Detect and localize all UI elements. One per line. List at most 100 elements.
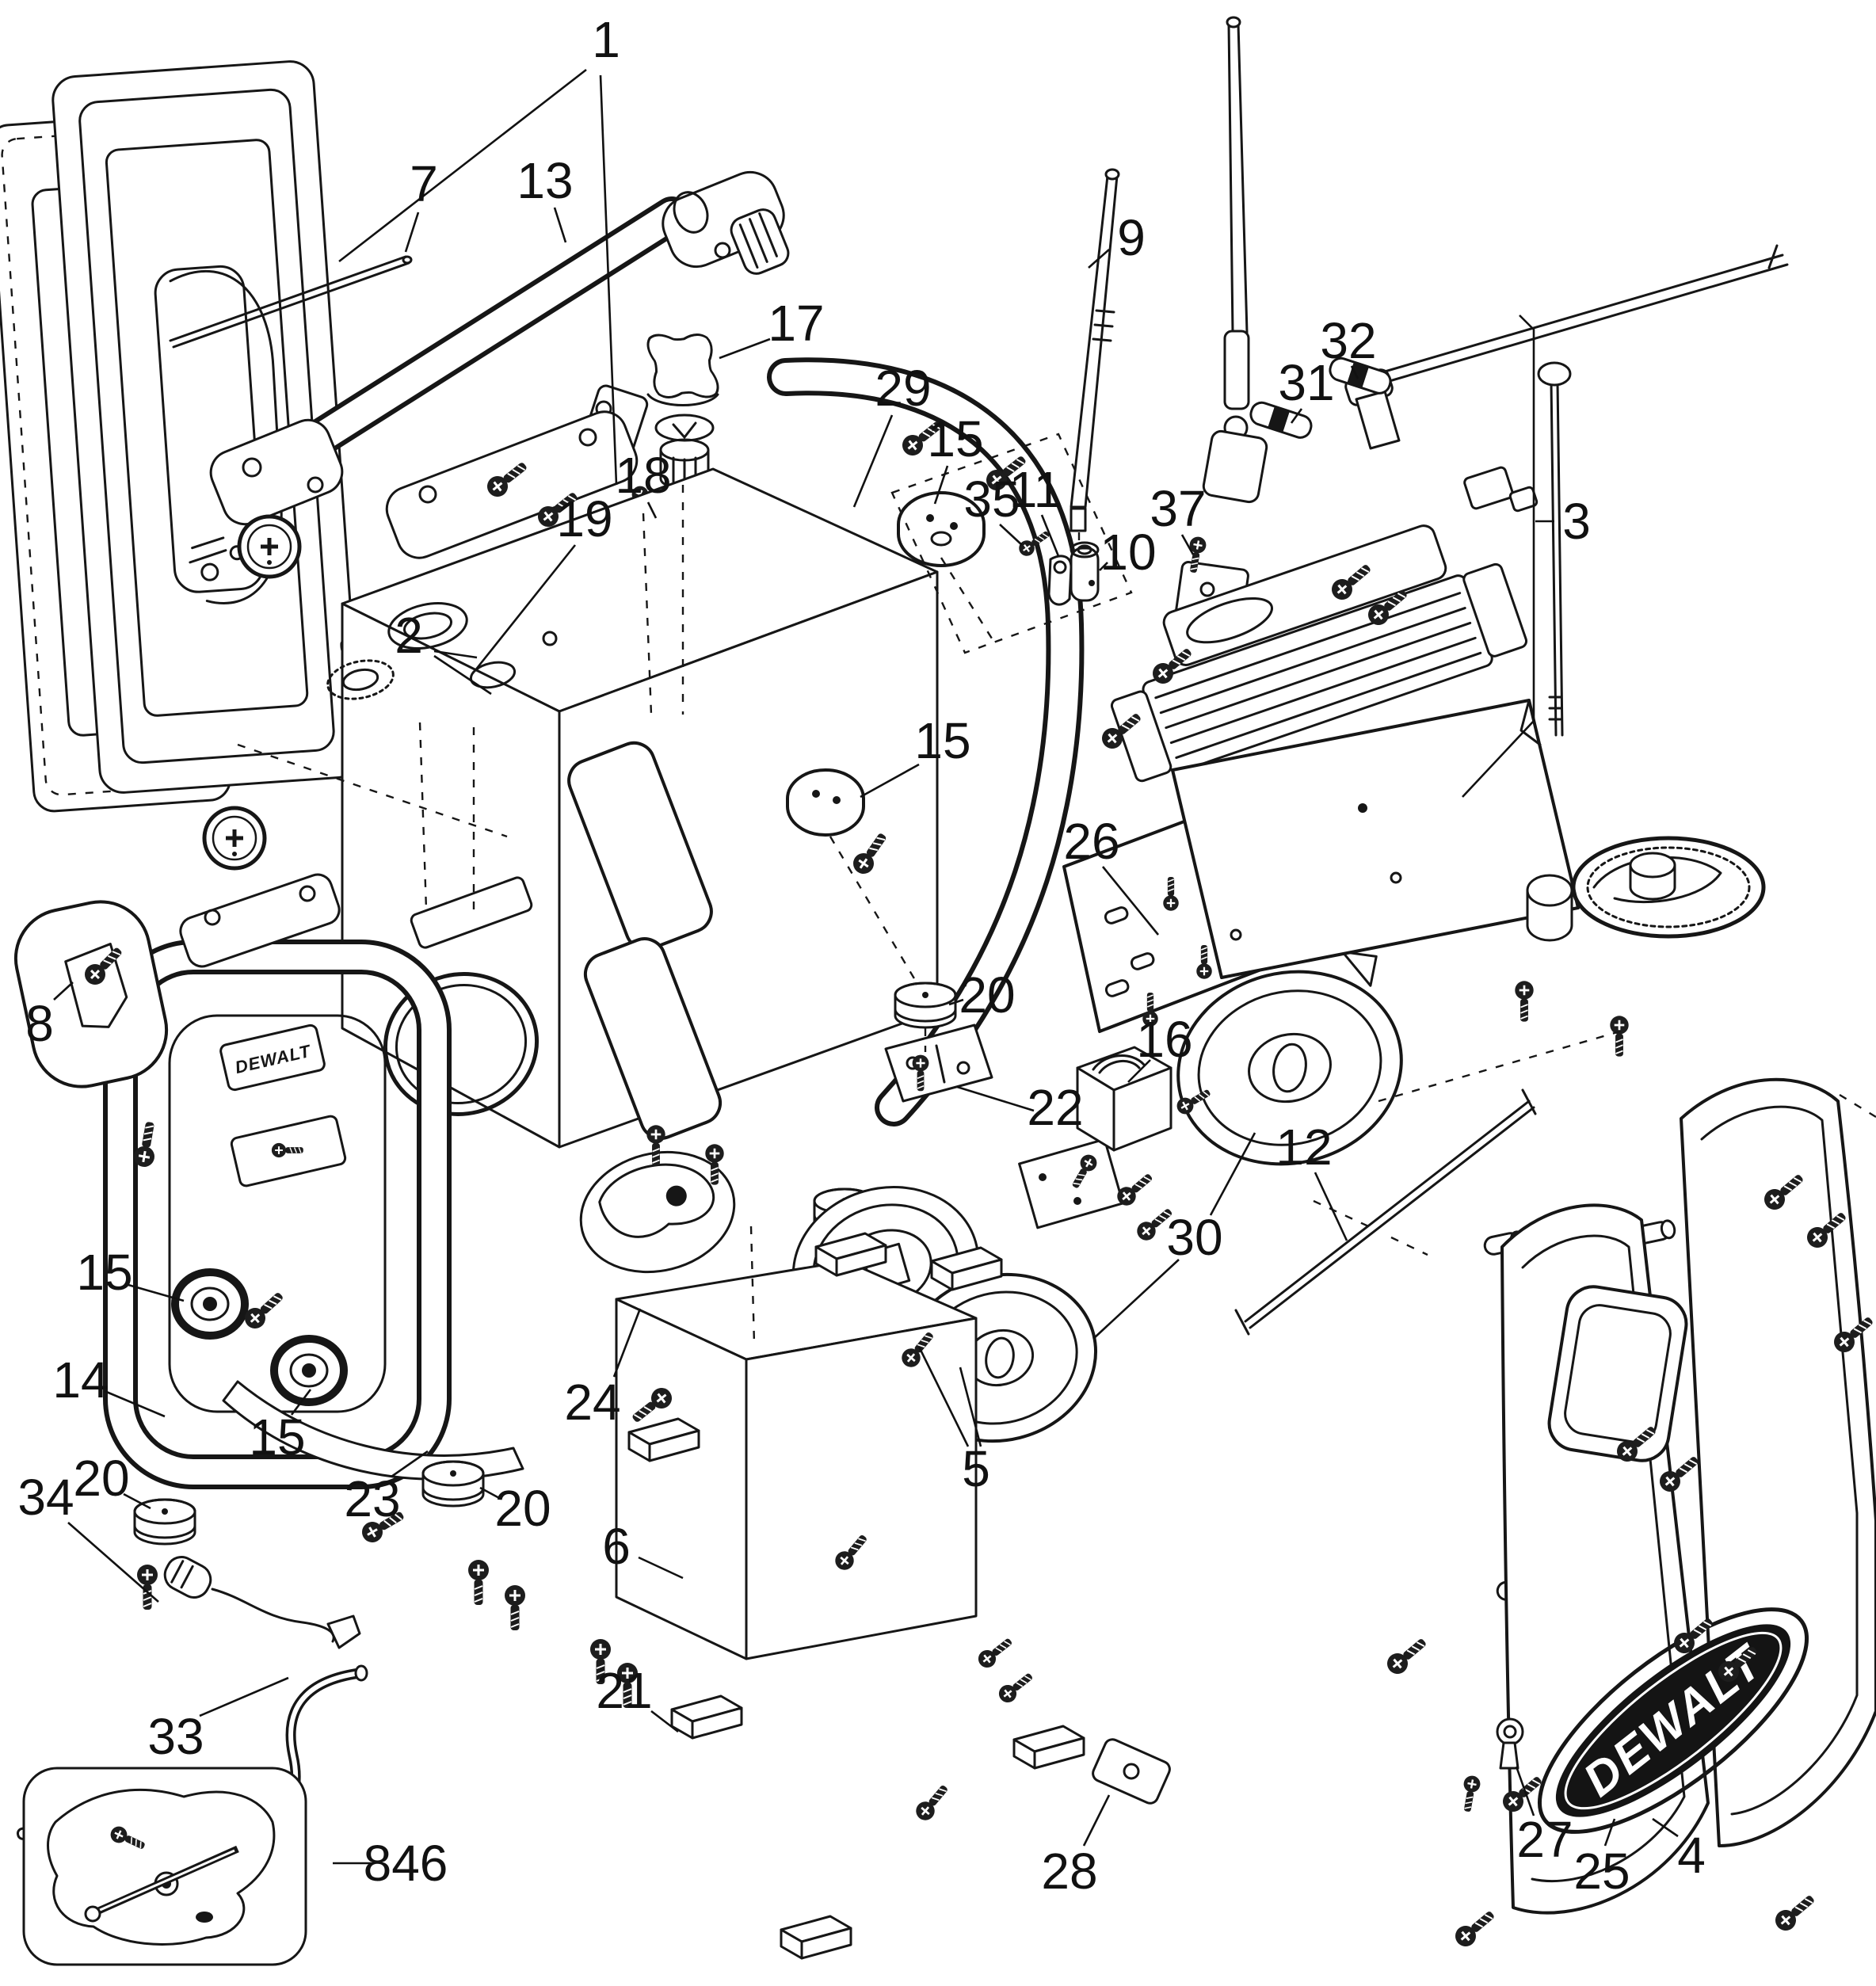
- part-long-antenna: [1202, 16, 1268, 504]
- callout-number-16: 16: [1136, 1011, 1192, 1068]
- part-foam-pad: [780, 1915, 852, 1960]
- part-strain-relief-34: [163, 1556, 361, 1649]
- leader-line-20: [123, 1492, 151, 1510]
- callout-number-10: 10: [1100, 524, 1156, 581]
- callout-number-22: 22: [1027, 1079, 1083, 1136]
- leader-line-15: [290, 1389, 312, 1416]
- leader-line-19: [474, 544, 577, 671]
- part-knob-15-top: [897, 491, 986, 567]
- leader-line-13: [553, 207, 567, 243]
- leader-line-15: [860, 763, 920, 799]
- leader-line-30: [1209, 1132, 1256, 1216]
- callout-number-5: 5: [962, 1440, 990, 1497]
- callout-20-a: 20: [948, 966, 1016, 1023]
- callout-number-6: 6: [602, 1518, 631, 1575]
- leader-line-10: [1099, 562, 1108, 571]
- callout-number-2: 2: [395, 607, 423, 664]
- callout-10: 10: [1099, 524, 1157, 581]
- leader-line-2: [433, 654, 492, 696]
- callout-12: 12: [1275, 1119, 1348, 1241]
- part-hardware-bag-846: [22, 1767, 307, 1966]
- leader-line-24: [612, 1308, 642, 1378]
- callout-number-34: 34: [17, 1469, 74, 1526]
- part-knob-17: [624, 308, 742, 490]
- callout-5: 5: [917, 1346, 990, 1497]
- callout-number-20-a: 20: [959, 966, 1015, 1023]
- callout-17: 17: [719, 295, 825, 360]
- callout-number-23: 23: [344, 1470, 400, 1527]
- part-gasket-8: [13, 900, 169, 1088]
- leader-line-1: [338, 68, 587, 263]
- part-top-bosses: [326, 602, 558, 700]
- part-rod-7: [169, 255, 413, 349]
- callout-23: 23: [344, 1450, 429, 1527]
- callout-20-c: 20: [479, 1480, 551, 1537]
- callout-number-27: 27: [1516, 1811, 1573, 1868]
- leader-line-18: [646, 501, 658, 519]
- part-fan-mount-24: [579, 1150, 736, 1274]
- callout-20-b: 20: [73, 1450, 151, 1510]
- leader-line-20: [948, 998, 964, 1006]
- part-loop-handle-29: [385, 357, 1085, 1126]
- callout-15-c: 15: [76, 1244, 185, 1302]
- part-top-handle-13: [209, 170, 790, 526]
- callout-2: 2: [395, 607, 492, 696]
- part-wheel-15-left: [175, 1272, 245, 1336]
- part-pin-31: [1249, 401, 1313, 439]
- callout-24: 24: [564, 1308, 642, 1431]
- callout-number-15-a: 15: [927, 410, 983, 467]
- callout-21: 21: [596, 1662, 679, 1733]
- part-base-skid-23: [222, 1380, 524, 1481]
- leader-line-26: [1101, 866, 1160, 936]
- part-keyhole-27: [1496, 1717, 1524, 1770]
- leader-line-5: [959, 1367, 982, 1447]
- part-whip-antenna-9: [1070, 168, 1120, 547]
- leader-line-1: [599, 74, 618, 486]
- callout-number-14: 14: [52, 1351, 109, 1408]
- leader-line-17: [719, 337, 771, 360]
- assembly-axes: [237, 433, 1876, 1344]
- callout-16: 16: [1127, 1011, 1193, 1083]
- callout-11: 11: [1009, 461, 1062, 557]
- callout-26: 26: [1063, 813, 1160, 936]
- leader-line-20: [479, 1486, 501, 1500]
- leader-line-30: [1092, 1259, 1180, 1340]
- part-clamp-11: [1047, 555, 1073, 606]
- callout-number-15-b: 15: [914, 712, 970, 769]
- leader-line-2: [433, 650, 478, 659]
- callout-29: 29: [852, 360, 932, 508]
- callout-25: 25: [1573, 1818, 1630, 1900]
- callout-18: 18: [615, 447, 672, 519]
- part-rod-12: [1234, 1088, 1537, 1336]
- part-handle-mount-plate: [385, 410, 639, 559]
- callout-number-15-d: 15: [249, 1408, 305, 1466]
- leader-line-31: [1290, 408, 1303, 424]
- callout-number-32: 32: [1320, 312, 1376, 369]
- leader-line-25: [1603, 1818, 1616, 1847]
- callout-8: 8: [25, 982, 74, 1052]
- callout-27: 27: [1515, 1766, 1573, 1868]
- part-knob-15-mid: [786, 768, 865, 837]
- part-foam-pad-21: [670, 1694, 743, 1740]
- leader-line-7: [404, 212, 420, 253]
- callout-number-15-c: 15: [76, 1244, 132, 1301]
- callout-number-20-c: 20: [494, 1480, 551, 1537]
- part-nameplate: DEWALT: [219, 1023, 326, 1092]
- callout-22: 22: [956, 1079, 1084, 1136]
- part-tuner-pcb: [1171, 699, 1580, 979]
- part-plate-22: [884, 1023, 993, 1103]
- leader-bracket-3: [1462, 314, 1535, 798]
- leader-line-14: [104, 1389, 166, 1418]
- callout-number-7: 7: [410, 155, 438, 212]
- part-speaker-30-upper: [1176, 951, 1403, 1166]
- callout-14: 14: [52, 1351, 166, 1418]
- part-tuning-post: [1537, 361, 1572, 737]
- part-small-pcb: [1018, 1138, 1178, 1245]
- callout-number-19: 19: [556, 490, 612, 547]
- callout-31: 31: [1278, 354, 1335, 424]
- part-phillips-knob-lower: [204, 808, 265, 868]
- part-foot-20-left: [133, 1498, 196, 1546]
- callout-number-24: 24: [564, 1374, 620, 1431]
